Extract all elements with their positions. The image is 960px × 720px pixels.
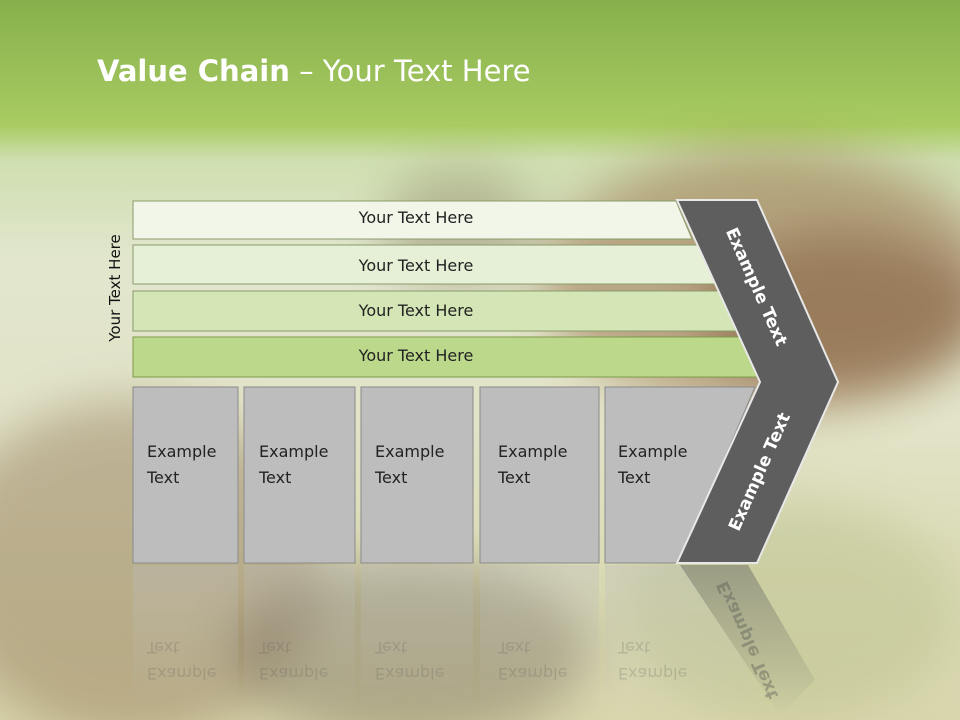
- cell-2-line1: Example: [259, 442, 329, 461]
- cell-5-line1: Example: [618, 442, 688, 461]
- cell-3-text: Example Text: [375, 439, 444, 491]
- title-rest: – Your Text Here: [289, 54, 531, 88]
- reflection-group: [133, 565, 815, 715]
- chevron-arrow: [675, 199, 840, 564]
- bar-2-label: Your Text Here: [358, 256, 474, 275]
- bar-3-label: Your Text Here: [358, 301, 474, 320]
- cell-3: [360, 386, 474, 564]
- cell-2: [243, 386, 356, 564]
- cell-5-reflection-line2: Text: [618, 638, 651, 657]
- cell-5-reflection: Example Text: [618, 634, 687, 686]
- cell-2-reflection: Example Text: [259, 634, 328, 686]
- cell-1: [132, 386, 239, 564]
- cell-4-line2: Text: [498, 468, 531, 487]
- cell-1-text: Example Text: [147, 439, 216, 491]
- cell-5-line2: Text: [618, 468, 651, 487]
- cell-1-reflection-line2: Text: [147, 638, 180, 657]
- cell-4-reflection-line1: Example: [498, 664, 568, 683]
- cell-1-line2: Text: [147, 468, 180, 487]
- cell-2-reflection-line1: Example: [259, 664, 329, 683]
- cell-5-text: Example Text: [618, 439, 687, 491]
- cell-1-reflection: Example Text: [147, 634, 216, 686]
- page-title: Value Chain – Your Text Here: [97, 54, 531, 88]
- cell-1-reflection-line1: Example: [147, 664, 217, 683]
- cell-4-text: Example Text: [498, 439, 567, 491]
- cell-4-reflection-line2: Text: [498, 638, 531, 657]
- cell-3-reflection-line1: Example: [375, 664, 445, 683]
- cell-4: [479, 386, 600, 564]
- cell-1-line1: Example: [147, 442, 217, 461]
- cell-4-reflection: Example Text: [498, 634, 567, 686]
- cell-3-reflection-line2: Text: [375, 638, 408, 657]
- cell-5-reflection-line1: Example: [618, 664, 688, 683]
- title-bold: Value Chain: [97, 54, 290, 88]
- cell-2-reflection-line2: Text: [259, 638, 292, 657]
- cell-3-line1: Example: [375, 442, 445, 461]
- cell-4-line1: Example: [498, 442, 568, 461]
- cell-2-text: Example Text: [259, 439, 328, 491]
- cell-3-line2: Text: [375, 468, 408, 487]
- cell-2-line2: Text: [259, 468, 292, 487]
- bar-1-label: Your Text Here: [358, 208, 474, 227]
- bar-1: [132, 200, 693, 240]
- bar-4-label: Your Text Here: [358, 346, 474, 365]
- cell-3-reflection: Example Text: [375, 634, 444, 686]
